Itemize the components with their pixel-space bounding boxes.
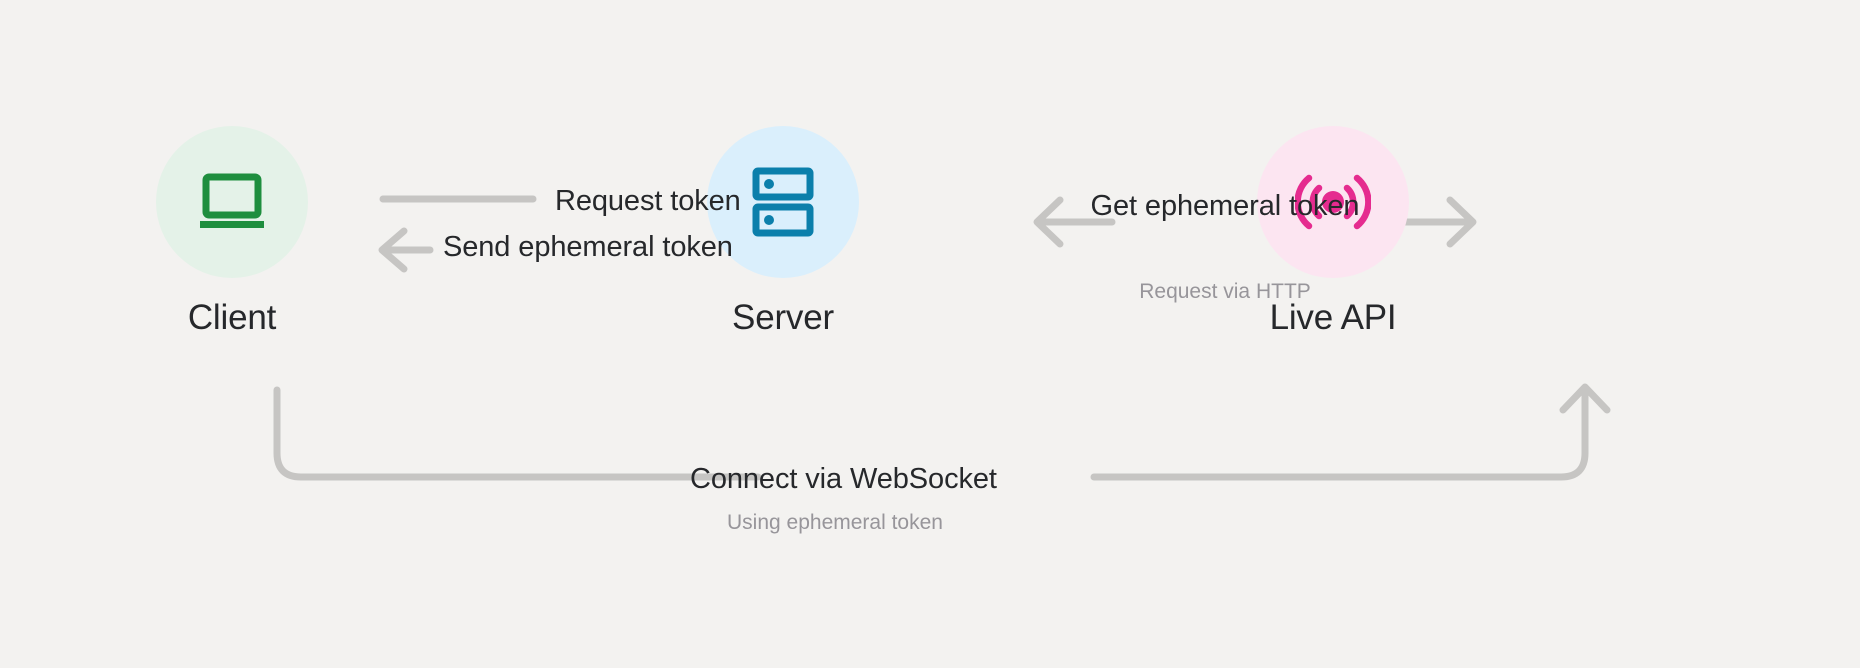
flow-label-connect-websocket: Connect via WebSocket [690, 463, 997, 495]
node-server-label: Server [732, 298, 834, 337]
flow-label-send-ephemeral-token: Send ephemeral token [443, 231, 733, 263]
node-server-circle [707, 126, 859, 278]
flow-sublabel-connect-websocket: Using ephemeral token [727, 511, 943, 534]
node-client[interactable]: Client [142, 126, 322, 335]
node-client-circle [156, 126, 308, 278]
laptop-icon [200, 173, 264, 228]
node-live-api-circle [1257, 126, 1409, 278]
flow-sublabel-get-ephemeral-token: Request via HTTP [1139, 280, 1311, 303]
node-server[interactable]: Server [693, 126, 873, 335]
broadcast-icon [1295, 174, 1371, 230]
server-icon [752, 167, 814, 237]
node-live-api-label: Live API [1269, 298, 1397, 337]
flow-label-request-token: Request token [555, 185, 741, 217]
flow-label-get-ephemeral-token: Get ephemeral token [1090, 190, 1360, 222]
node-client-label: Client [187, 298, 277, 337]
node-live-api[interactable]: Live API [1243, 126, 1423, 335]
